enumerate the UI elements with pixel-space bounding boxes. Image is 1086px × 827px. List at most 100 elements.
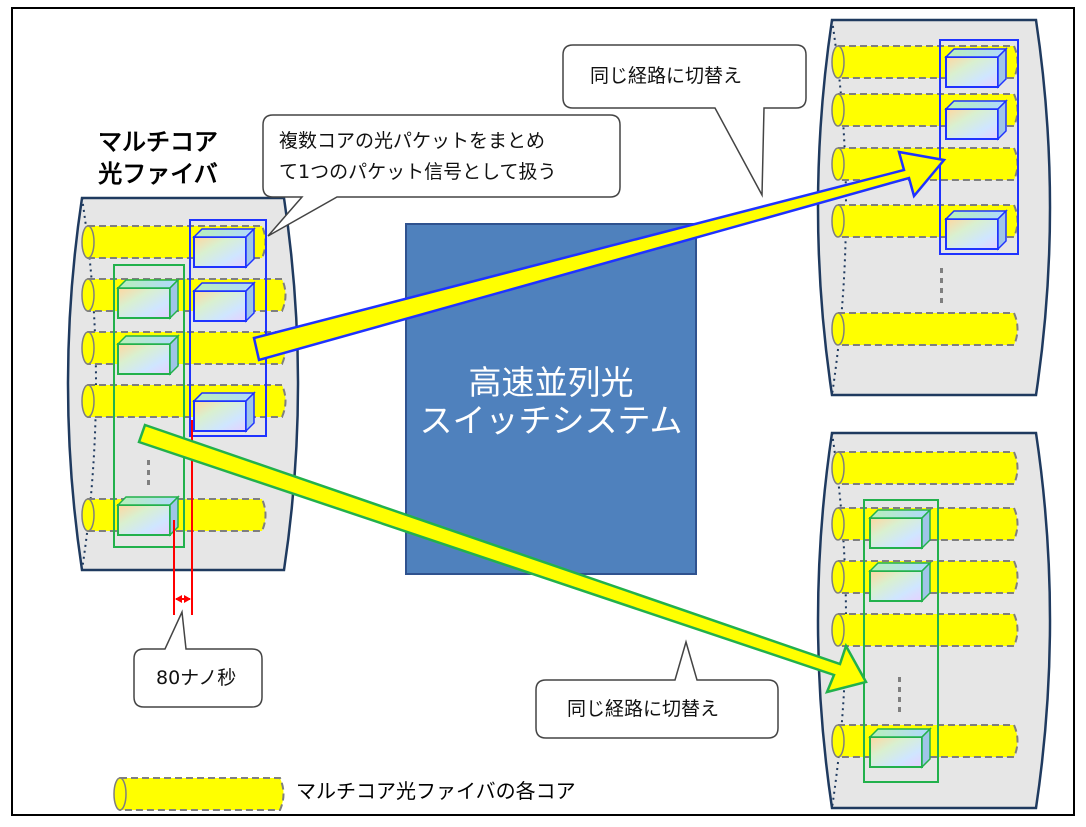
packet-top-right-blue-1-front [945,56,999,88]
left-title: マルチコア 光ファイバ [88,126,228,190]
callout-top-right-text: 同じ経路に切替え [590,65,743,87]
core-left-1-end [81,225,95,259]
packet-left-blue-1 [192,227,256,269]
packet-top-right-blue-1 [944,47,1008,89]
core-left-5-end [81,498,95,532]
packet-left-blue-1-top [192,228,256,238]
callout-bundle-shape [262,114,621,237]
switch-box [405,223,697,575]
packet-left-green-3-front [117,504,171,536]
core-top-right-1-end [831,45,845,79]
packet-top-right-blue-1-side [997,47,1007,89]
fiber-left-cladding-face [81,197,97,571]
packet-left-green-2-front [117,343,171,375]
left-title-line1: マルチコア [98,128,218,156]
switch-label: 高速並列光 スイッチシステム [406,364,696,440]
callout-bundle-text: 複数コアの光パケットをまとめ て1つのパケット信号として扱う [279,126,557,188]
packet-top-right-blue-3 [944,209,1008,251]
callout-top-right-shape [562,44,807,198]
packet-left-green-2-top [116,335,180,345]
legend-label: マルチコア光ファイバの各コア [296,779,576,803]
packet-top-right-blue-2-front [945,108,999,140]
packet-bottom-right-green-3-front [869,736,923,768]
packet-left-green-3-side [169,495,179,537]
timing-marker-arrowhead-left [175,595,182,603]
packet-top-right-blue-2 [944,99,1008,141]
packet-left-blue-3-top [192,392,256,402]
left-title-line2: 光ファイバ [98,160,218,188]
arrow-green [137,423,868,694]
switch-label-line1: 高速並列光 [468,363,634,402]
timing-marker-arrowhead-right [184,595,191,603]
packet-group-blue-left [189,219,267,437]
packet-left-green-3-top [116,496,180,506]
switch-label-line2: スイッチシステム [419,401,683,440]
core-bottom-right-1-end [831,451,845,485]
core-top-right-5-end [831,312,845,346]
packet-top-right-blue-3-top [944,210,1008,220]
packet-bottom-right-green-3-top [868,728,932,738]
packet-bottom-right-green-2-front [869,570,923,602]
packet-top-right-blue-3-side [997,209,1007,251]
packet-left-green-2 [116,334,180,376]
fiber-bottom-right-cladding-face [831,432,847,809]
arrow-blue [252,150,947,362]
packet-bottom-right-green-2 [868,561,932,603]
packet-bottom-right-green-2-top [868,562,932,572]
core-top-right-4-end [831,204,845,238]
core-left-4-end [81,384,95,418]
core-left-3-end [81,331,95,365]
outer-frame [11,7,1075,816]
packet-left-blue-2-side [245,281,255,323]
ellipsis-dots-bottom-right [898,677,901,712]
packet-left-blue-3-side [245,391,255,433]
packet-top-right-blue-3-front [945,218,999,250]
packet-left-blue-1-front [193,236,247,268]
callout-timing-text: 80ナノ秒 [156,667,237,689]
callout-bundle-line1: 複数コアの光パケットをまとめ [279,130,546,152]
legend-core-shape [115,777,285,811]
callout-bottom-right-text: 同じ経路に切替え [567,698,720,720]
packet-group-green-left [113,264,185,548]
packet-top-right-blue-2-side [997,99,1007,141]
packet-top-right-blue-1-top [944,48,1008,58]
packet-bottom-right-green-3 [868,727,932,769]
legend-core-icon [113,777,285,811]
packet-left-green-1-top [116,279,180,289]
packet-bottom-right-green-2-side [921,561,931,603]
core-top-right-5 [833,312,1019,346]
packet-bottom-right-green-1 [868,508,932,550]
packet-bottom-right-green-1-top [868,509,932,519]
packet-left-blue-3 [192,391,256,433]
packet-left-blue-2-front [193,290,247,322]
packet-bottom-right-green-1-side [921,508,931,550]
core-bottom-right-2-end [831,507,845,541]
core-bottom-right-4-end [831,613,845,647]
ellipsis-dots-left [147,460,150,485]
packet-group-blue-top-right [939,39,1019,255]
packet-left-blue-3-front [193,400,247,432]
packet-left-green-2-side [169,334,179,376]
packet-left-green-3 [116,495,180,537]
core-bottom-right-3-end [831,560,845,594]
fiber-bottom-right [816,431,1052,810]
callout-bottom-right-shape [535,639,779,739]
packet-left-green-1-side [169,278,179,320]
core-top-right-2-end [831,93,845,127]
core-bottom-right-4 [833,613,1019,647]
packet-left-blue-2 [192,281,256,323]
packet-bottom-right-green-3-side [921,727,931,769]
packet-group-green-bottom-right [863,499,939,783]
callout-bundle-line2: て1つのパケット信号として扱う [279,161,557,183]
packet-left-green-1 [116,278,180,320]
core-left-2-end [81,278,95,312]
core-bottom-right-5-end [831,724,845,758]
packet-left-blue-2-top [192,282,256,292]
packets-layer [116,47,1008,769]
packet-left-green-1-front [117,287,171,319]
core-top-right-3-end [831,147,845,181]
callout-timing-shape [133,609,263,708]
packet-top-right-blue-2-top [944,100,1008,110]
